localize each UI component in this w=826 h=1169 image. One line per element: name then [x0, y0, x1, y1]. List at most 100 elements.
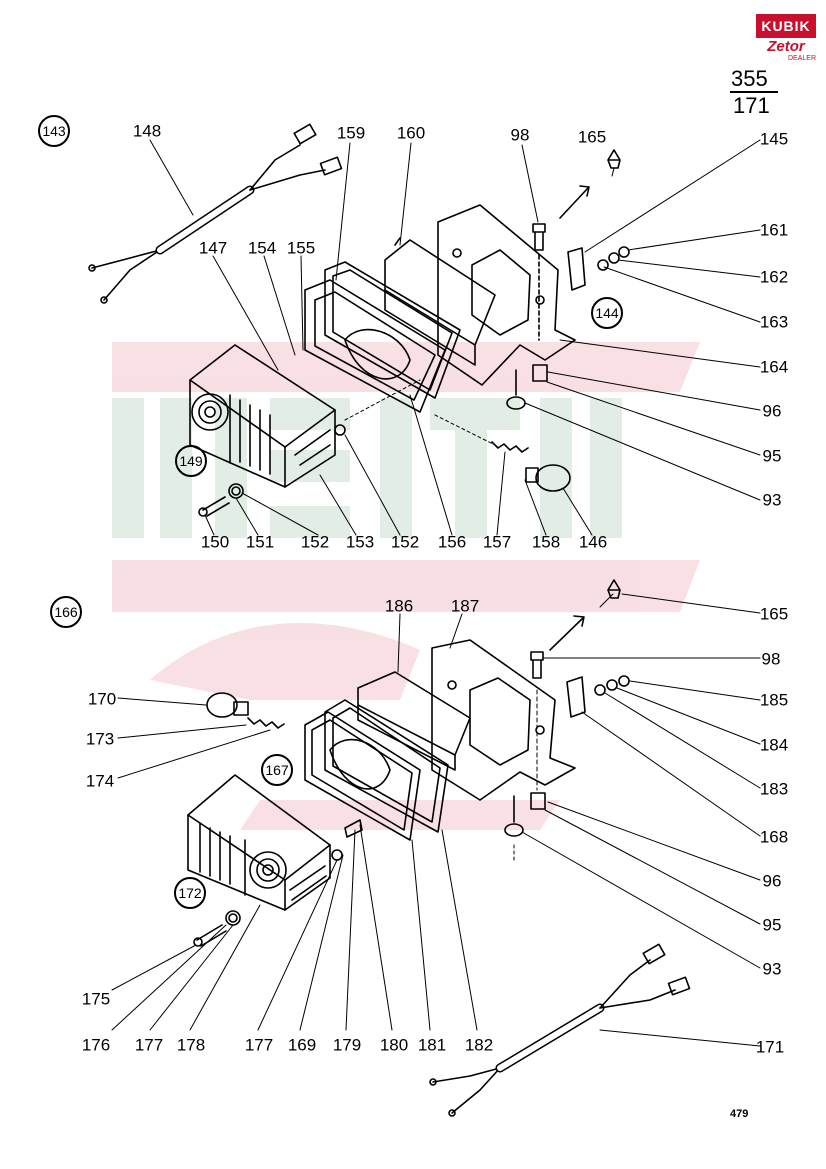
- callout-174: 174: [85, 771, 115, 791]
- plug-165-upper: [607, 149, 621, 169]
- callout-155: 155: [286, 238, 316, 258]
- callout-177b: 177: [244, 1035, 274, 1055]
- screw-98-upper: [532, 223, 546, 341]
- callout-168: 168: [759, 827, 789, 847]
- callout-170: 170: [87, 689, 117, 709]
- spring-174: [247, 717, 285, 729]
- callout-178: 178: [176, 1035, 206, 1055]
- callout-181: 181: [417, 1035, 447, 1055]
- callout-161: 161: [759, 220, 789, 240]
- figure-divider: [730, 91, 778, 93]
- lens-186: [357, 671, 471, 771]
- callout-179: 179: [332, 1035, 362, 1055]
- gasket-159: [324, 261, 461, 399]
- callout-145: 145: [759, 129, 789, 149]
- callout-185: 185: [759, 690, 789, 710]
- callout-187: 187: [450, 596, 480, 616]
- clip-lower: [566, 676, 586, 718]
- clip-145: [567, 247, 586, 291]
- lamp-housing-178: [187, 774, 331, 911]
- callout-152b: 152: [390, 532, 420, 552]
- bracket-168: [431, 639, 576, 801]
- spring-157: [491, 441, 529, 453]
- page-number: 479: [730, 1108, 749, 1120]
- callout-156: 156: [437, 532, 467, 552]
- leader-lines-upper: [149, 139, 761, 608]
- group-143: 143: [38, 115, 70, 147]
- washers-161-163: [597, 246, 630, 271]
- group-149: 149: [175, 445, 207, 477]
- bulb-170: [206, 692, 249, 718]
- bulb-146: [525, 464, 571, 492]
- logo-tagline: DEALER: [787, 55, 816, 62]
- callout-177a: 177: [134, 1035, 164, 1055]
- group-166: 166: [50, 596, 82, 628]
- arrow-lower: [549, 617, 584, 651]
- logo-brand: KUBIK: [756, 14, 816, 38]
- callout-175: 175: [81, 989, 111, 1009]
- callout-157: 157: [482, 532, 512, 552]
- callout-93-upper: 93: [762, 490, 782, 510]
- screw-98-lower: [530, 651, 544, 679]
- callout-186: 186: [384, 596, 414, 616]
- callout-153: 153: [345, 532, 375, 552]
- plug-165-leader: [611, 167, 615, 177]
- nuts-lower: [504, 792, 546, 837]
- callout-165-upper: 165: [577, 127, 607, 147]
- figure-number-top: 355: [731, 66, 768, 91]
- callout-151: 151: [245, 532, 275, 552]
- lens-frame-181: [304, 711, 421, 841]
- callout-180: 180: [379, 1035, 409, 1055]
- callout-147: 147: [198, 238, 228, 258]
- callout-150: 150: [200, 532, 230, 552]
- callout-160: 160: [396, 123, 426, 143]
- screw-175: [193, 819, 363, 947]
- callout-163: 163: [759, 312, 789, 332]
- callout-164: 164: [759, 357, 789, 377]
- callout-184: 184: [759, 735, 789, 755]
- callout-98-lower: 98: [761, 649, 781, 669]
- leader-lines-lower: [111, 593, 761, 1047]
- callout-183: 183: [759, 779, 789, 799]
- bracket-164: [437, 204, 576, 386]
- lens-160: [384, 237, 496, 366]
- group-167: 167: [261, 754, 293, 786]
- callout-171: 171: [755, 1037, 785, 1057]
- callout-93-lower: 93: [762, 959, 782, 979]
- callout-95-lower: 95: [762, 915, 782, 935]
- watermark-graphic: [112, 342, 700, 830]
- callout-96-lower: 96: [762, 871, 782, 891]
- callout-148: 148: [132, 121, 162, 141]
- kubik-zetor-logo: KUBIK Zetor DEALER: [756, 14, 816, 62]
- callout-173: 173: [85, 729, 115, 749]
- callout-162: 162: [759, 267, 789, 287]
- callout-182: 182: [464, 1035, 494, 1055]
- callout-176: 176: [81, 1035, 111, 1055]
- callout-95-upper: 95: [762, 446, 782, 466]
- arrowhead-upper: [579, 185, 590, 197]
- callout-98-upper: 98: [510, 125, 530, 145]
- callout-165-lower: 165: [759, 604, 789, 624]
- cable-harness-148: [88, 123, 343, 304]
- lens-frame-156: [304, 279, 446, 413]
- callout-169: 169: [287, 1035, 317, 1055]
- callout-146: 146: [578, 532, 608, 552]
- callout-159: 159: [336, 123, 366, 143]
- figure-number-bottom: 171: [733, 93, 770, 118]
- arrowhead-lower: [573, 615, 585, 627]
- lamp-housing-153: [189, 344, 336, 488]
- callout-154: 154: [247, 238, 277, 258]
- logo-sub: Zetor: [767, 38, 805, 55]
- cable-harness-171: [429, 943, 691, 1117]
- washers-183-185: [594, 675, 630, 696]
- arrow-upper: [559, 187, 589, 219]
- callout-152a: 152: [300, 532, 330, 552]
- group-144: 144: [591, 297, 623, 329]
- callout-158: 158: [531, 532, 561, 552]
- callout-96-upper: 96: [762, 401, 782, 421]
- gasket-182: [324, 699, 449, 833]
- group-172: 172: [174, 877, 206, 909]
- plug-165-lower: [607, 579, 621, 599]
